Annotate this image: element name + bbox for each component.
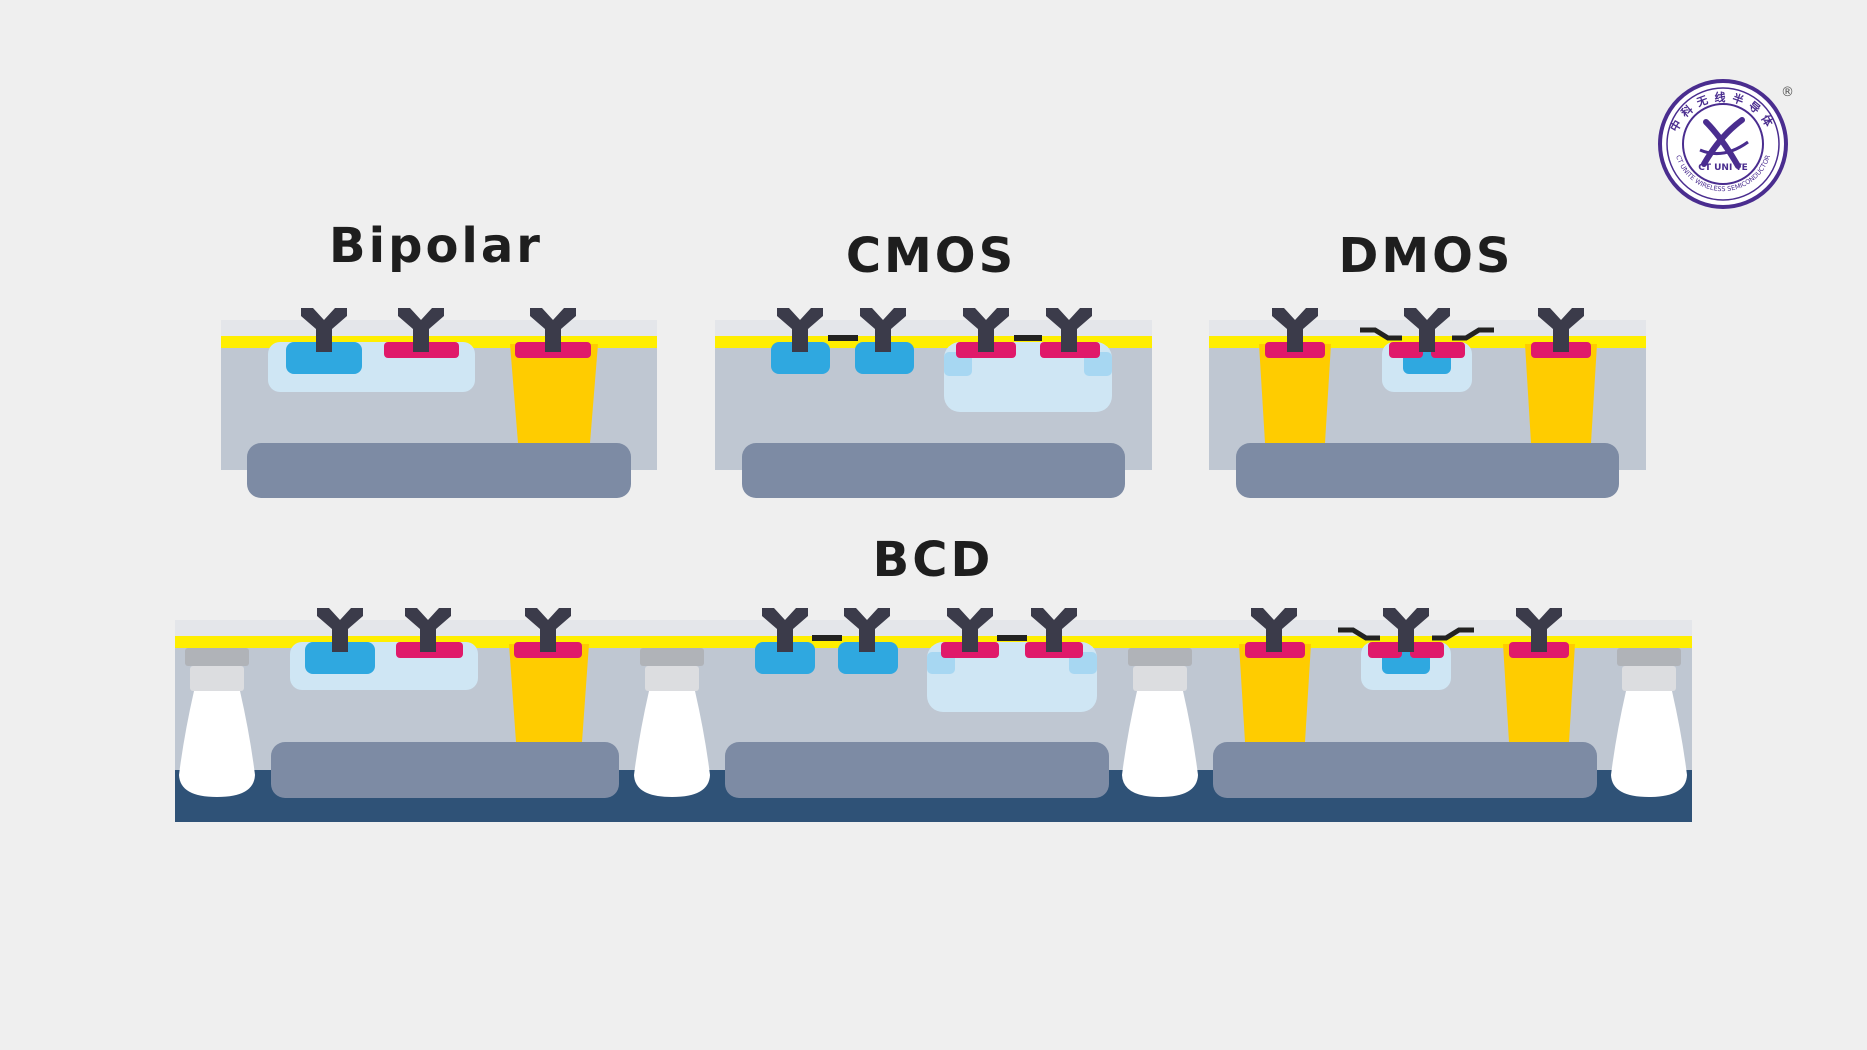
bcd-isolation-1 [179, 648, 255, 797]
dmos-drain-sinker-right [1525, 344, 1597, 443]
cmos-buried-layer [742, 443, 1125, 498]
bcd-dmos-drain-sinker-right [1503, 644, 1575, 742]
bcd-cmos-nmos-drain [838, 642, 898, 674]
bcd-bipolar-emitter [305, 642, 375, 674]
bcd-isolation-4 [1611, 648, 1687, 797]
bcd-bipolar-collector-sinker [509, 644, 589, 742]
bcd-cmos-nmos-source [755, 642, 815, 674]
dmos-label: DMOS [1338, 228, 1514, 284]
bcd-cross-section [175, 608, 1692, 822]
bipolar-passivation [221, 320, 657, 336]
cmos-pmos-gate [1014, 335, 1042, 341]
bcd-cmos-n-well [927, 642, 1097, 712]
bipolar-buried-layer [247, 443, 631, 498]
bipolar-collector-sinker [510, 344, 598, 443]
cmos-passivation [715, 320, 1152, 336]
cmos-nmos-drain [855, 342, 914, 374]
dmos-buried-layer [1236, 443, 1619, 498]
dmos-cross-section [1209, 308, 1646, 498]
bipolar-emitter [286, 342, 362, 374]
logo-name: CT UNI TE [1698, 163, 1748, 173]
bcd-cmos-buried-layer [725, 742, 1109, 798]
cmos-n-well [944, 342, 1112, 412]
bcd-isolation-2 [634, 648, 710, 797]
dmos-drain-sinker-left [1259, 344, 1331, 443]
bcd-bipolar-buried-layer [271, 742, 619, 798]
bcd-dmos-gate-right [1432, 627, 1474, 641]
dmos-source-right [1431, 342, 1465, 358]
bcd-cmos-nmos-gate [812, 635, 842, 641]
cmos-nmos-gate [828, 335, 858, 341]
bipolar-cross-section [221, 308, 657, 498]
registered-mark: ® [1781, 85, 1794, 100]
bipolar-label: Bipolar [329, 218, 543, 274]
bcd-dmos-buried-layer [1213, 742, 1597, 798]
bcd-dmos-source-left [1368, 642, 1402, 658]
dmos-gate-right [1452, 327, 1494, 341]
company-logo: CT UNI TE CT UNITE WIRELESS SEMICONDUCTO… [1658, 79, 1794, 209]
bcd-dmos-gate-left [1338, 627, 1380, 641]
bcd-isolation-3 [1122, 648, 1198, 797]
bcd-cmos-pmos-gate [997, 635, 1027, 641]
x-mark-icon [1699, 117, 1749, 169]
bcd-dmos-source-right [1410, 642, 1444, 658]
bcd-label: BCD [872, 532, 994, 588]
bcd-dmos-drain-sinker-left [1239, 644, 1311, 742]
cmos-cross-section [715, 308, 1152, 498]
cmos-nmos-source [771, 342, 830, 374]
dmos-source-left [1389, 342, 1423, 358]
dmos-gate-left [1360, 327, 1402, 341]
cmos-label: CMOS [845, 228, 1017, 284]
